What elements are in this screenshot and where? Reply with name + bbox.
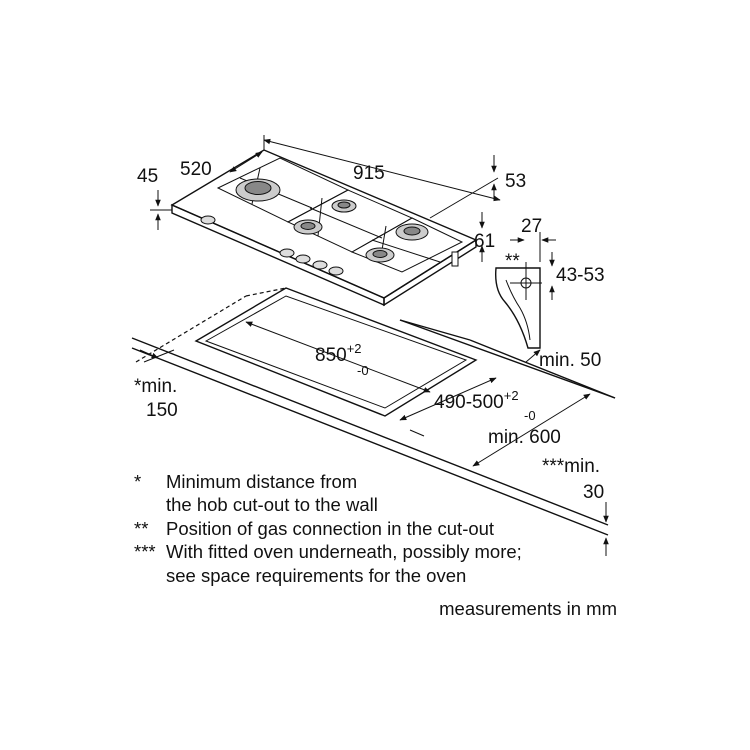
burner-3 — [293, 219, 323, 235]
label-cutout-depth-tol-minus: -0 — [524, 408, 536, 423]
units-note: measurements in mm — [439, 598, 617, 619]
label-edge-min: min. 50 — [539, 350, 601, 371]
legend-text: With fitted oven underneath, possibly mo… — [166, 541, 522, 586]
hob-dimension-lines — [150, 135, 501, 262]
burner-2 — [331, 199, 357, 213]
cutout-dimension-lines — [139, 321, 609, 556]
label-connector-height: 43-53 — [556, 265, 605, 286]
label-gas-position-mark: ** — [505, 251, 520, 272]
label-worktop-min: min. 600 — [488, 427, 561, 448]
hob-drawing — [170, 149, 478, 307]
label-hob-height: 45 — [137, 166, 158, 187]
gas-connector — [451, 251, 459, 267]
label-connector-offset: 61 — [474, 231, 495, 252]
legend-text: Position of gas connection in the cut-ou… — [166, 517, 495, 539]
legend-mark: * — [134, 471, 142, 492]
label-oven-min-line2: 30 — [583, 482, 604, 503]
legend-mark: ** — [134, 517, 149, 539]
label-cutout-width-tol-minus: -0 — [357, 363, 369, 378]
legend-item: ** Position of gas connection in the cut… — [134, 517, 654, 540]
label-wall-min-line2: 150 — [146, 400, 178, 421]
legend-item: *** With fitted oven underneath, possibl… — [134, 540, 654, 587]
control-knobs — [200, 215, 344, 276]
burner-5 — [365, 247, 395, 263]
label-oven-min-line1: ***min. — [542, 456, 600, 477]
label-gas-offset: 53 — [505, 171, 526, 192]
legend-item: * Minimum distance from the hob cut-out … — [134, 470, 654, 517]
label-cutout-width: 850+2 — [315, 341, 362, 366]
label-connector-width: 27 — [521, 216, 542, 237]
label-wall-min-line1: *min. — [134, 376, 177, 397]
connector-section-detail — [495, 232, 556, 363]
label-cutout-depth: 490-500+2 — [434, 388, 519, 413]
legend-mark: *** — [134, 541, 156, 563]
burner-4 — [395, 223, 429, 241]
label-hob-depth: 520 — [180, 159, 212, 180]
legend-text: Minimum distance from the hob cut-out to… — [166, 471, 378, 516]
label-hob-width: 915 — [353, 163, 385, 184]
legend: * Minimum distance from the hob cut-out … — [134, 470, 654, 587]
burner-wok — [235, 178, 281, 202]
